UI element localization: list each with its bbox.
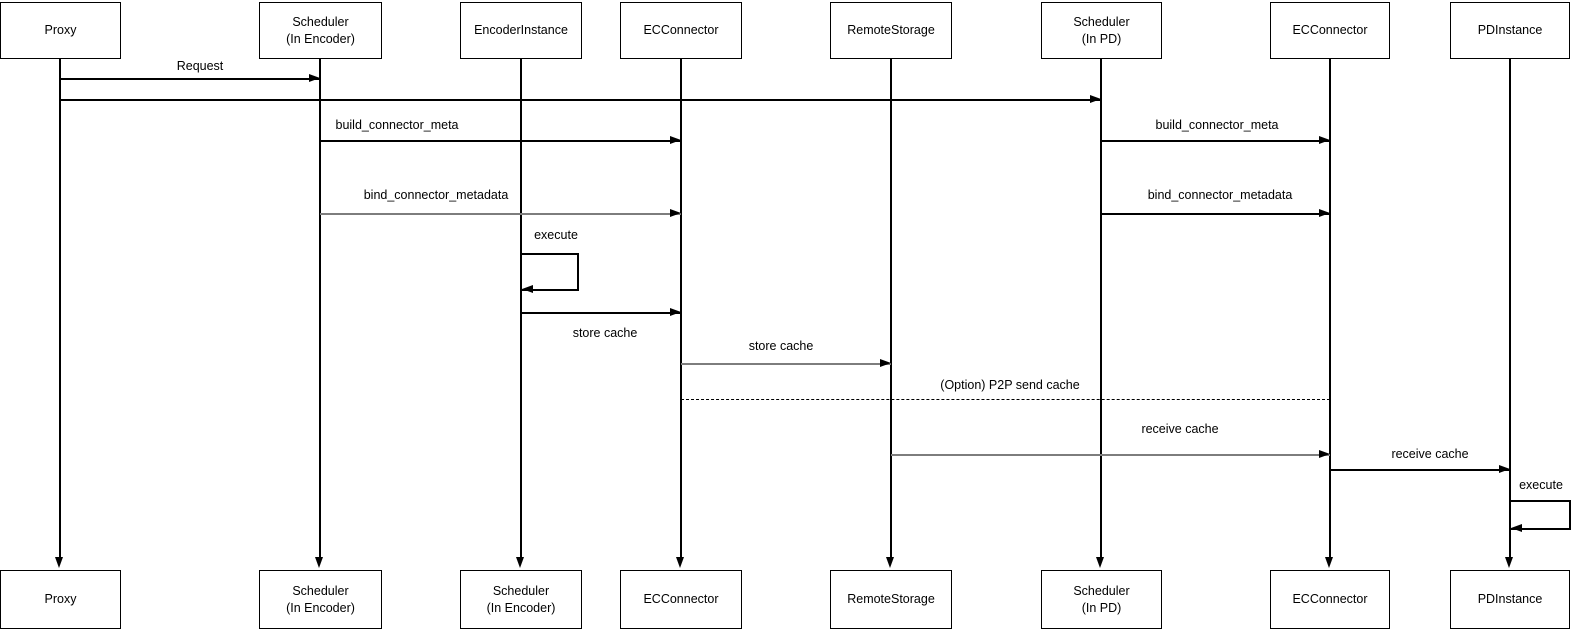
lifeline [520, 59, 522, 557]
arrowhead-right-icon [880, 359, 891, 367]
participant-top-encoder-instance: EncoderInstance [460, 2, 582, 59]
participant-bottom-ec-connector-right: ECConnector [1270, 570, 1390, 629]
arrowhead-right-icon [1319, 136, 1330, 144]
self-loop-right-line [577, 253, 579, 291]
message-label: build_connector_meta [1153, 118, 1281, 132]
message-line [60, 78, 320, 80]
message-line [320, 140, 681, 142]
message-line [60, 99, 1101, 101]
message-line [1101, 213, 1330, 215]
arrowhead-down-icon [516, 557, 524, 568]
self-loop-top-line [521, 253, 578, 255]
participant-bottom-scheduler-pd: Scheduler (In PD) [1041, 570, 1162, 629]
arrowhead-down-icon [676, 557, 684, 568]
participant-bottom-proxy: Proxy [0, 570, 121, 629]
message-label: Request [174, 59, 226, 73]
self-loop-bottom-line [1511, 528, 1570, 530]
participant-top-ec-connector-right: ECConnector [1270, 2, 1390, 59]
message-label: store cache [570, 326, 640, 340]
lifeline [59, 59, 61, 557]
self-loop-label: execute [532, 228, 580, 242]
arrowhead-right-icon [670, 209, 681, 217]
message-label: receive cache [1389, 447, 1471, 461]
arrowhead-down-icon [1505, 557, 1513, 568]
lifeline [319, 59, 321, 557]
arrowhead-right-icon [309, 74, 320, 82]
message-label: bind_connector_metadata [361, 188, 511, 202]
participant-bottom-scheduler-encoder: Scheduler (In Encoder) [259, 570, 382, 629]
message-label: build_connector_meta [333, 118, 461, 132]
self-loop-top-line [1510, 500, 1570, 502]
lifeline [1329, 59, 1331, 557]
message-label: receive cache [1139, 422, 1221, 436]
participant-top-scheduler-encoder: Scheduler (In Encoder) [259, 2, 382, 59]
arrowhead-right-icon [670, 308, 681, 316]
participant-bottom-pd-instance: PDInstance [1450, 570, 1570, 629]
participant-top-pd-instance: PDInstance [1450, 2, 1570, 59]
arrowhead-down-icon [1325, 557, 1333, 568]
message-line [681, 399, 1330, 401]
lifeline [1100, 59, 1102, 557]
arrowhead-down-icon [1096, 557, 1104, 568]
arrowhead-right-icon [1319, 450, 1330, 458]
participant-bottom-ec-connector-left: ECConnector [620, 570, 742, 629]
self-loop-label: execute [1517, 478, 1565, 492]
arrowhead-down-icon [315, 557, 323, 568]
arrowhead-left-icon [1511, 524, 1522, 532]
message-label: bind_connector_metadata [1145, 188, 1295, 202]
message-line [320, 213, 681, 215]
participant-top-proxy: Proxy [0, 2, 121, 59]
participant-bottom-encoder-instance: Scheduler (In Encoder) [460, 570, 582, 629]
participant-top-ec-connector-left: ECConnector [620, 2, 742, 59]
message-line [681, 363, 891, 365]
arrowhead-right-icon [1319, 209, 1330, 217]
arrowhead-left-icon [522, 285, 533, 293]
self-loop-right-line [1569, 500, 1571, 530]
message-line [521, 312, 681, 314]
message-label: store cache [746, 339, 816, 353]
lifeline [1509, 59, 1511, 557]
participant-bottom-remote-storage: RemoteStorage [830, 570, 952, 629]
participant-top-scheduler-pd: Scheduler (In PD) [1041, 2, 1162, 59]
message-line [891, 454, 1330, 456]
arrowhead-down-icon [886, 557, 894, 568]
message-line [1330, 469, 1510, 471]
lifeline [890, 59, 892, 557]
arrowhead-right-icon [1499, 465, 1510, 473]
message-label: (Option) P2P send cache [938, 378, 1082, 392]
participant-top-remote-storage: RemoteStorage [830, 2, 952, 59]
arrowhead-right-icon [1090, 95, 1101, 103]
arrowhead-right-icon [670, 136, 681, 144]
arrowhead-down-icon [55, 557, 63, 568]
self-loop-bottom-line [522, 289, 578, 291]
message-line [1101, 140, 1330, 142]
